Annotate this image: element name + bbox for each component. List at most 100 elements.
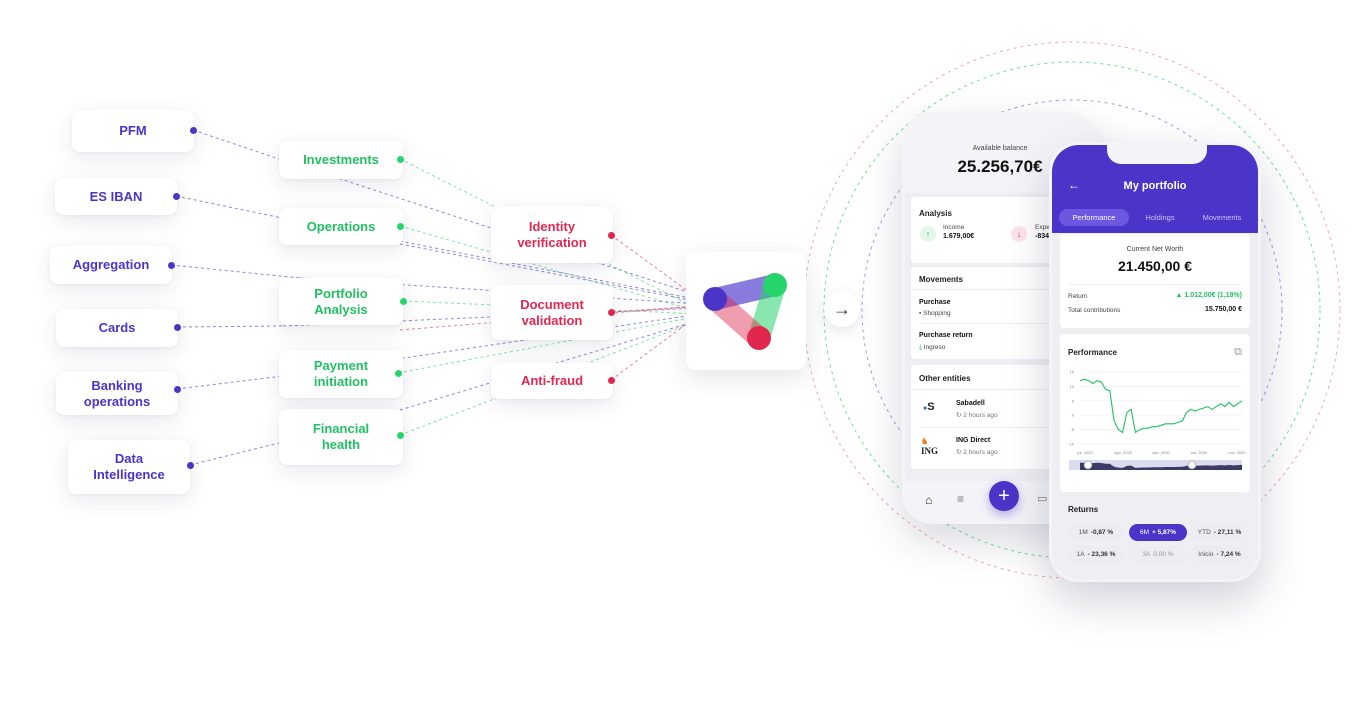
export-icon[interactable]: ⧉ bbox=[1234, 346, 1242, 358]
pill-value: + 5,87% bbox=[1151, 529, 1177, 536]
connector-dot bbox=[174, 324, 181, 331]
x-tick-label: sep. 2020 bbox=[1152, 450, 1170, 455]
return-pill-1a[interactable]: 1A- 23,36 % bbox=[1068, 546, 1124, 563]
node-aggregation[interactable]: Aggregation bbox=[50, 246, 172, 284]
expense-label: Expe bbox=[1035, 224, 1050, 231]
node-anti-fraud[interactable]: Anti-fraud bbox=[491, 363, 613, 399]
x-tick-label: jul. 2020 bbox=[1076, 450, 1093, 455]
contrib-value: 15.750,00 € bbox=[1205, 306, 1242, 313]
movement-title: Purchase return bbox=[919, 332, 973, 339]
node-label: Aggregation bbox=[72, 257, 150, 272]
node-label: Cards bbox=[98, 320, 136, 335]
connector-line bbox=[610, 305, 701, 313]
connector-dot bbox=[173, 193, 180, 200]
add-button[interactable]: + bbox=[989, 481, 1019, 511]
connector-line bbox=[281, 217, 701, 301]
node-cards[interactable]: Cards bbox=[56, 309, 178, 347]
node-label: Financial health bbox=[312, 421, 370, 452]
home-icon[interactable]: ⌂ bbox=[925, 493, 933, 507]
pill-label: 6M bbox=[1139, 529, 1149, 536]
entity-time-text: 2 hours ago bbox=[963, 449, 998, 456]
connector-line bbox=[399, 158, 701, 311]
return-pill-6m[interactable]: 6M+ 5,87% bbox=[1129, 524, 1187, 541]
tab-movements[interactable]: Movements bbox=[1202, 213, 1242, 222]
node-payment-initiation[interactable]: Payment initiation bbox=[279, 350, 403, 398]
return-pill-1m[interactable]: 1M-0,87 % bbox=[1068, 524, 1124, 541]
back-arrow-icon[interactable]: ← bbox=[1068, 178, 1080, 192]
pill-value: - 7,24 % bbox=[1216, 551, 1241, 558]
net-worth-label: Current Net Worth bbox=[1126, 246, 1184, 253]
connector-line bbox=[175, 195, 283, 219]
connector-line bbox=[399, 243, 701, 303]
returns-title: Returns bbox=[1068, 505, 1099, 514]
triangle-logo-icon bbox=[703, 273, 787, 350]
balance-value: 25.256,70€ bbox=[957, 157, 1043, 176]
net-worth-value: 21.450,00 € bbox=[1118, 258, 1192, 274]
expense-value: -834 bbox=[1035, 233, 1050, 240]
tab-performance[interactable]: Performance bbox=[1059, 209, 1129, 226]
return-pill-inicio[interactable]: Inicio- 7,24 % bbox=[1191, 546, 1248, 563]
tab-holdings[interactable]: Holdings bbox=[1145, 213, 1175, 222]
returns-section: Returns 1M-0,87 % 6M+ 5,87% YTD- 27,11 %… bbox=[1060, 497, 1250, 577]
connector-line bbox=[176, 375, 284, 390]
pill-label: 1M bbox=[1078, 529, 1088, 536]
node-pfm[interactable]: PFM bbox=[72, 110, 194, 152]
connector-dot bbox=[608, 377, 615, 384]
movement-subtitle-text: Ingreso bbox=[923, 344, 946, 351]
navigator-handle[interactable] bbox=[1187, 460, 1197, 470]
entity-name: ING Direct bbox=[956, 437, 991, 444]
connector-dot bbox=[187, 462, 194, 469]
range-navigator[interactable] bbox=[1069, 460, 1242, 470]
contrib-label: Total contributions bbox=[1068, 307, 1121, 314]
connector-dot bbox=[397, 432, 404, 439]
return-pill-ytd[interactable]: YTD- 27,11 % bbox=[1191, 524, 1248, 541]
node-es-iban[interactable]: ES IBAN bbox=[55, 178, 177, 215]
node-label: Anti-fraud bbox=[520, 373, 584, 388]
node-banking-operations[interactable]: Banking operations bbox=[56, 372, 178, 415]
connector-line bbox=[170, 264, 301, 279]
arrow-right-icon[interactable]: → bbox=[824, 291, 860, 327]
connector-line bbox=[176, 325, 284, 328]
connector-dot bbox=[400, 298, 407, 305]
navigator-handle[interactable] bbox=[1083, 460, 1093, 470]
node-label: Portfolio Analysis bbox=[314, 285, 368, 317]
x-tick-label: oct. 2020 bbox=[1191, 450, 1208, 455]
connector-dot bbox=[397, 156, 404, 163]
movement-subtitle: ⤓ Ingreso bbox=[919, 344, 945, 352]
y-tick-label: -10 bbox=[1068, 442, 1075, 447]
phone-portfolio: ← My portfolio Performance Holdings Move… bbox=[1049, 142, 1261, 582]
node-investments[interactable]: Investments bbox=[279, 141, 403, 179]
list-icon[interactable]: ≡ bbox=[957, 492, 965, 506]
y-tick-label: 15 bbox=[1070, 370, 1075, 375]
node-portfolio-analysis[interactable]: Portfolio Analysis bbox=[279, 278, 403, 325]
x-tick-label: ago. 2020 bbox=[1114, 450, 1133, 455]
node-financial-health[interactable]: Financial health bbox=[279, 409, 403, 465]
connector-dot bbox=[190, 127, 197, 134]
entity-time: ↻ 2 hours ago bbox=[956, 412, 998, 419]
node-label: Identity verification bbox=[517, 219, 587, 250]
node-identity-verification[interactable]: Identity verification bbox=[491, 207, 613, 263]
node-label: Data Intelligence bbox=[93, 451, 165, 482]
node-data-intelligence[interactable]: Data Intelligence bbox=[68, 440, 190, 494]
income-value: 1.679,00€ bbox=[943, 233, 975, 240]
node-label: PFM bbox=[119, 123, 147, 138]
node-document-validation[interactable]: Document validation bbox=[491, 285, 613, 340]
analysis-title: Analysis bbox=[919, 209, 952, 218]
pill-value: - 23,36 % bbox=[1087, 551, 1116, 558]
connectors bbox=[170, 129, 701, 466]
node-label: Banking operations bbox=[83, 377, 151, 409]
card-icon[interactable]: ▭ bbox=[1037, 493, 1048, 505]
portfolio-title: My portfolio bbox=[1123, 180, 1187, 192]
hub-logo bbox=[686, 252, 806, 370]
connector-line bbox=[610, 313, 701, 381]
entity-name: Sabadell bbox=[956, 400, 985, 407]
entity-time: ↻ 2 hours ago bbox=[956, 449, 998, 456]
return-value: ▲ 1.012,00€ (1,18%) bbox=[1175, 292, 1242, 299]
entity-logo: ING bbox=[921, 446, 939, 456]
connector-line bbox=[399, 225, 701, 313]
node-operations[interactable]: Operations bbox=[279, 208, 403, 245]
